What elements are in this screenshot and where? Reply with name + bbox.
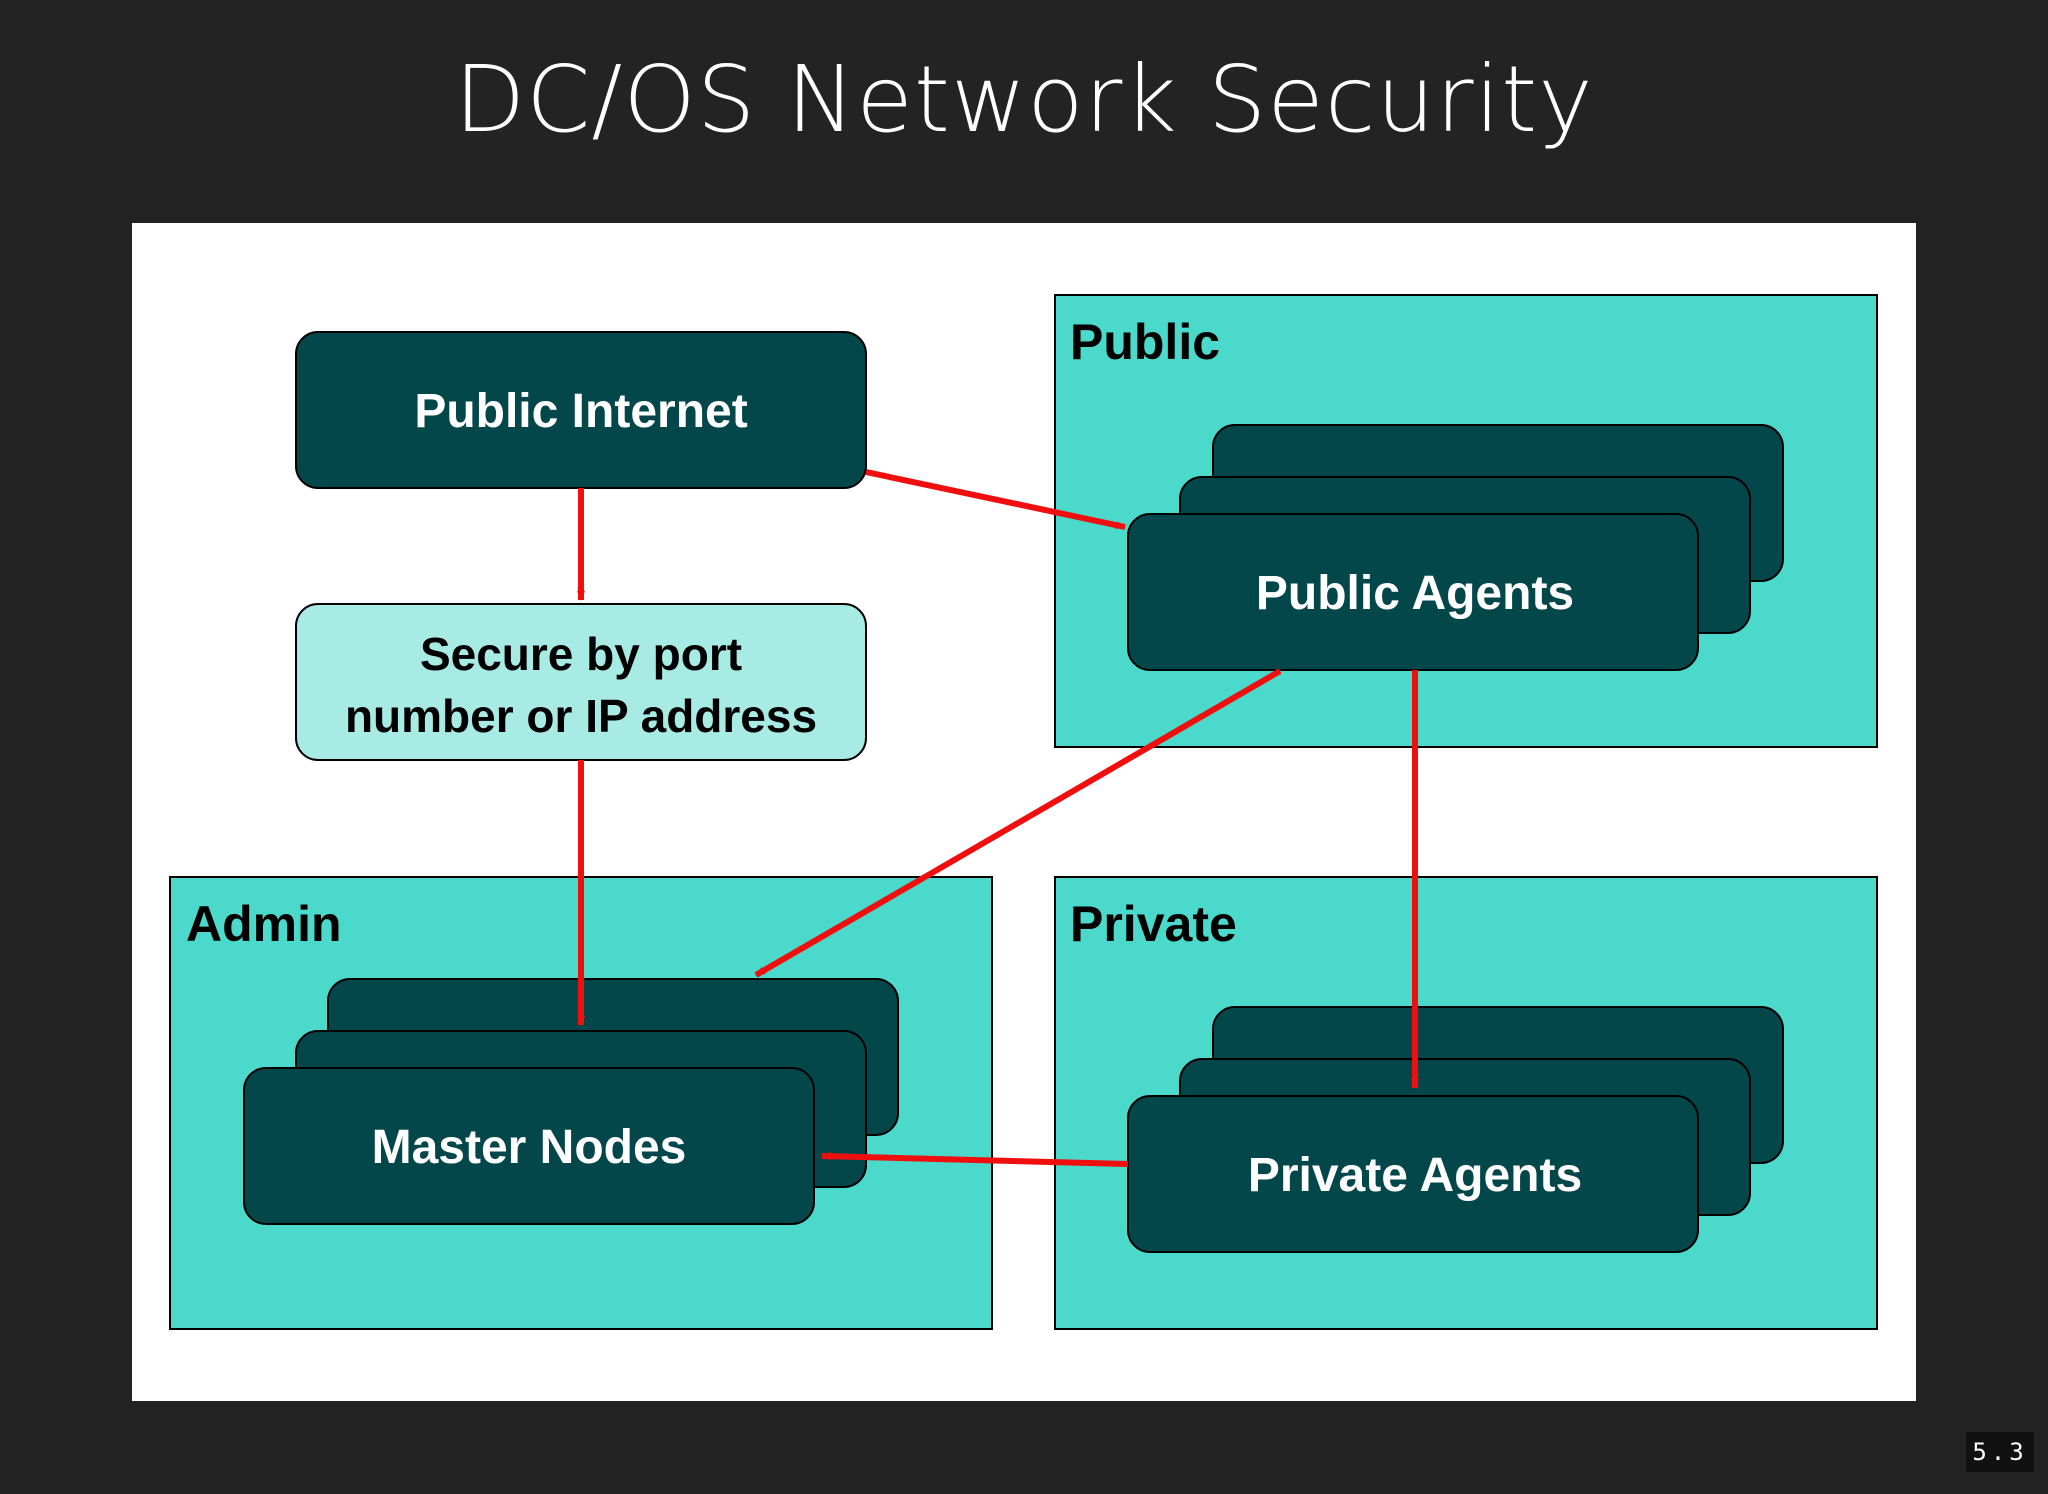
slide-number: 5.3 [1966,1432,2034,1472]
public-agents-label: Public Agents [1256,567,1574,620]
arrow-private-agents-to-master-nodes [821,1152,1129,1167]
public-internet-label: Public Internet [414,385,747,438]
private-agents-label: Private Agents [1248,1149,1582,1202]
node-public-agents: Public Agents [1127,424,1784,671]
node-secure-filter: Secure by port number or IP address [295,603,867,761]
master-nodes-label: Master Nodes [372,1121,687,1174]
node-public-internet: Public Internet [295,331,867,489]
arrow-internet-to-public-agents [865,469,1126,530]
secure-filter-line2: number or IP address [345,690,817,742]
zone-public-label: Public [1070,314,1220,370]
arrows [577,469,1419,1167]
node-master-nodes: Master Nodes [243,978,899,1225]
node-private-agents: Private Agents [1127,1006,1784,1253]
arrow-public-agents-to-master-nodes [754,668,1282,978]
slide-title: DC/OS Network Security [454,46,1594,153]
zone-private-label: Private [1070,896,1237,952]
master-nodes-card-front [243,1067,815,1225]
network-diagram: Public Admin Private Public Internet Sec… [132,223,1916,1401]
secure-filter-line1: Secure by port [420,628,742,680]
diagram-canvas: Public Admin Private Public Internet Sec… [169,294,1878,1330]
private-agents-card-front [1127,1095,1699,1253]
zone-admin-label: Admin [186,896,342,952]
